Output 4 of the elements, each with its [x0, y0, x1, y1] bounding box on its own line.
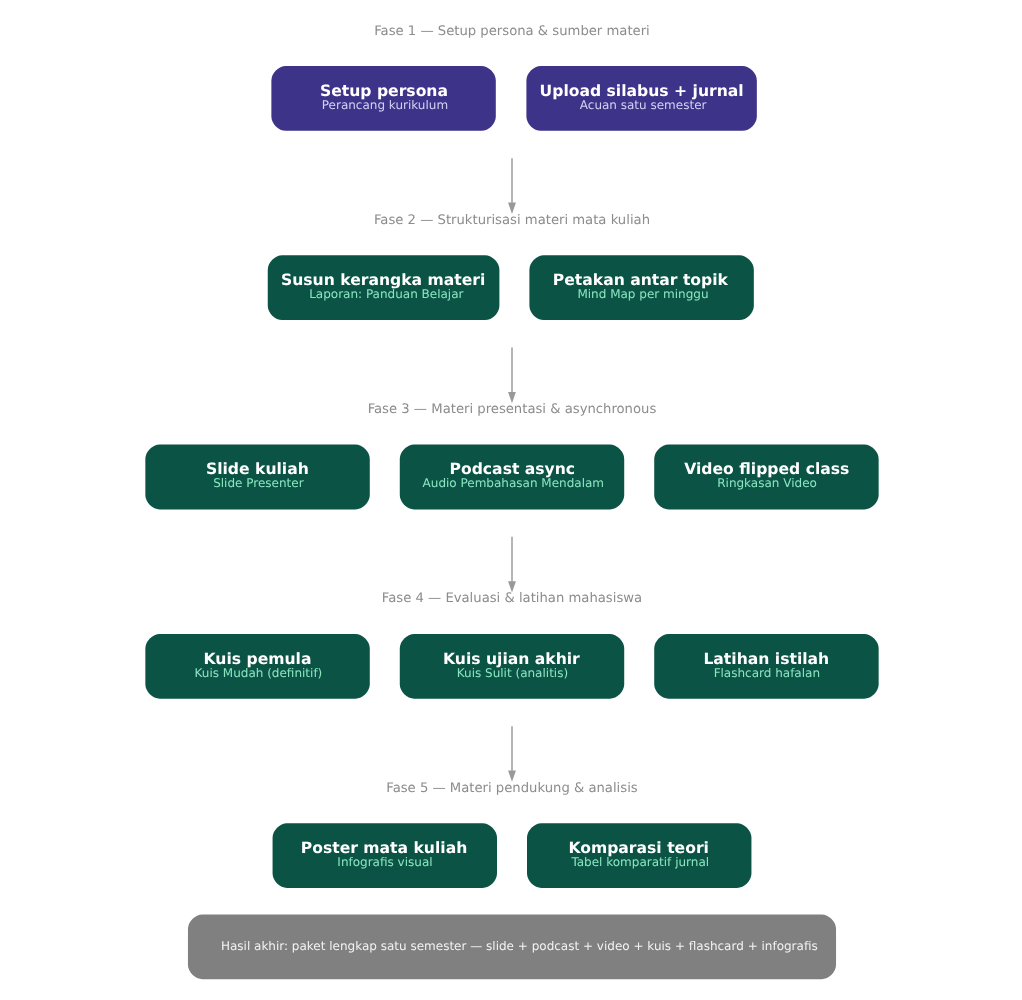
arrow	[507, 535, 515, 592]
arrow	[507, 345, 515, 403]
arrow	[507, 156, 515, 213]
arrow	[507, 724, 515, 781]
